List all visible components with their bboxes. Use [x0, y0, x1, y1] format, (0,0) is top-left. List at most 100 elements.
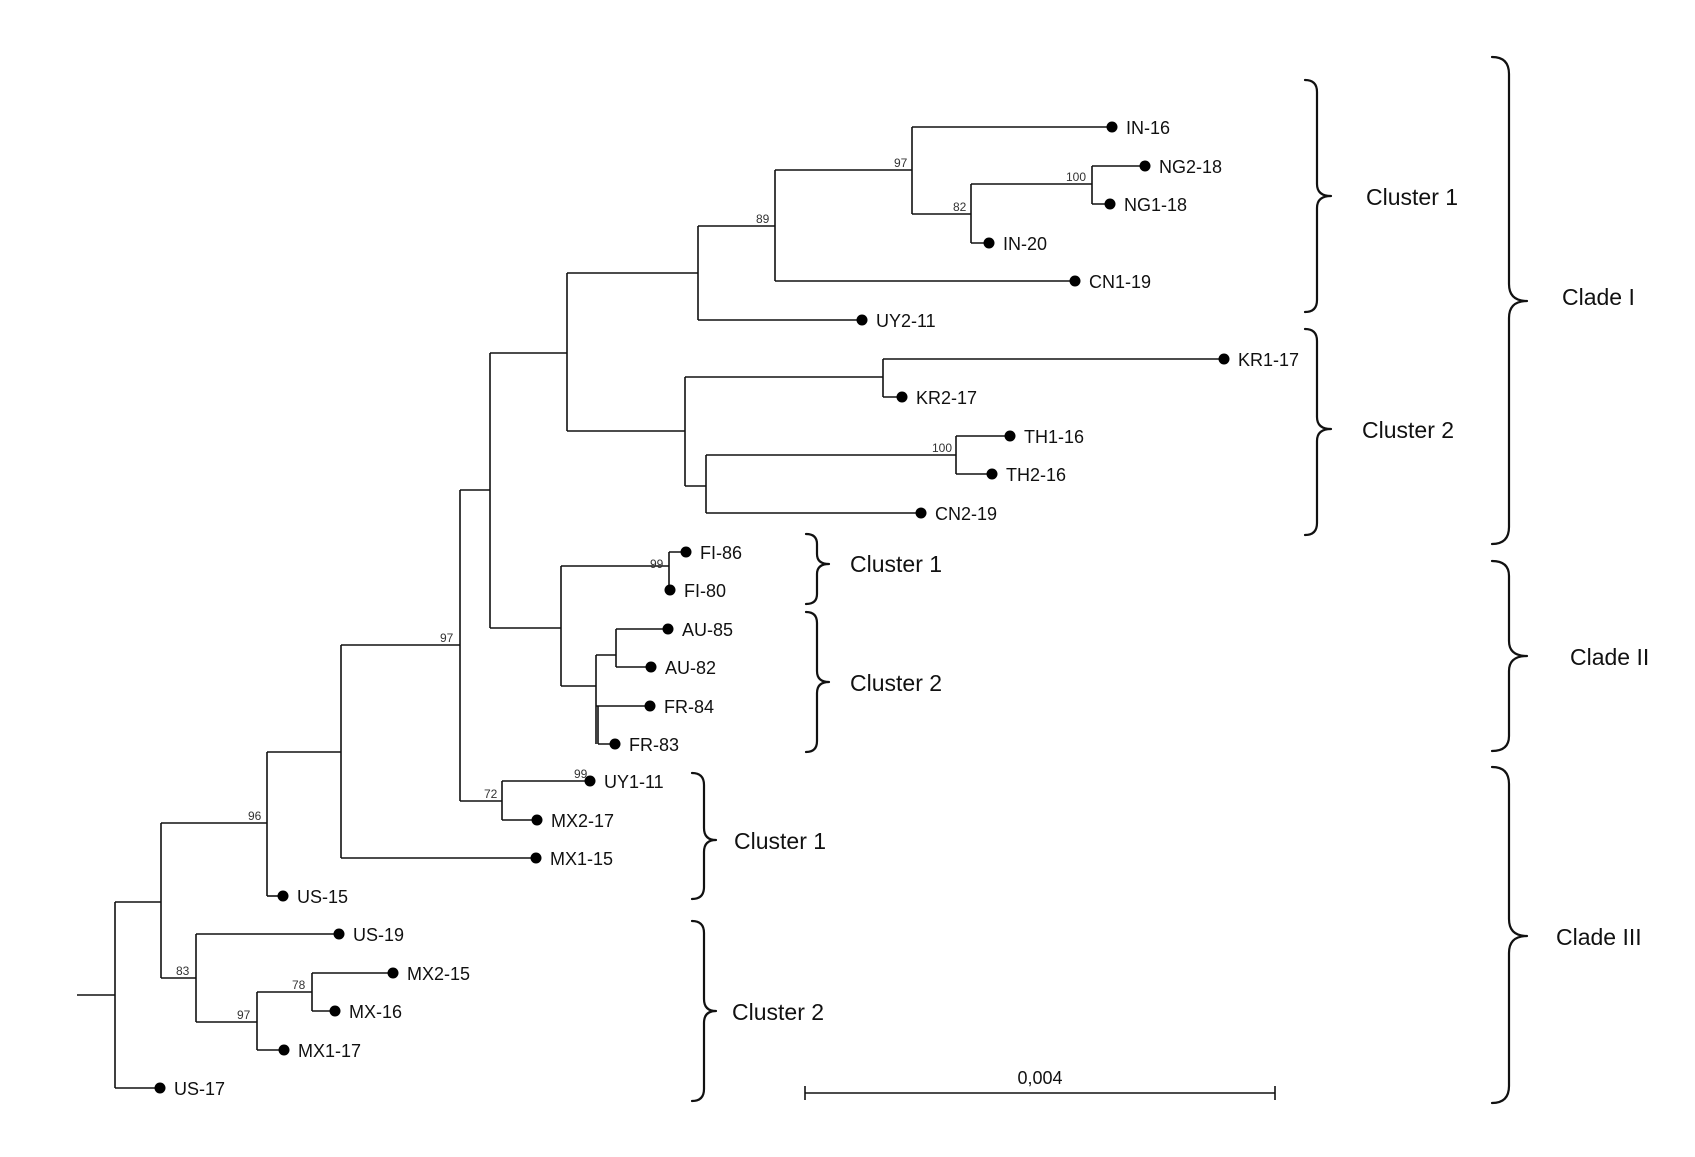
- leaf-dot-ng2-18: [1139, 160, 1151, 172]
- leaf-label-in-20: IN-20: [1003, 234, 1047, 254]
- branch-node-97b: [196, 992, 258, 1050]
- bootstrap-labels: 97 100 82 89 100 99 97 99 72 96 83 78 97: [176, 156, 1086, 1022]
- bootstrap-label: 97: [894, 156, 908, 170]
- bootstrap-label: 82: [953, 200, 967, 214]
- label-clade-2-cluster-1: Cluster 1: [850, 551, 942, 577]
- leaf-dot-uy2-11: [856, 314, 868, 326]
- bracket-clade-3: [1490, 765, 1529, 1105]
- branch-node-h: [567, 377, 686, 486]
- leaf-dot-in-20: [983, 237, 995, 249]
- leaf-label-kr2-17: KR2-17: [916, 388, 977, 408]
- group-labels: Cluster 1 Cluster 2 Cluster 1 Cluster 2 …: [732, 184, 1649, 1025]
- leaf-label-fr-83: FR-83: [629, 735, 679, 755]
- label-clade-1-cluster-2: Cluster 2: [1362, 417, 1454, 443]
- bracket-clade-2-cluster-2: [804, 610, 831, 754]
- branch-node-clade2: [490, 566, 562, 686]
- bracket-clade-1: [1490, 55, 1529, 546]
- clade-brackets: [1490, 55, 1529, 1105]
- leaf-label-us-17: US-17: [174, 1079, 225, 1099]
- leaf-dot-mx1-17: [278, 1044, 290, 1056]
- leaf-dot-mx1-15: [530, 852, 542, 864]
- leaf-dot-cn1-19: [1069, 275, 1081, 287]
- leaf-dot-in-16: [1106, 121, 1118, 133]
- label-clade-2: Clade II: [1570, 644, 1649, 670]
- branch-node-97c: [775, 127, 913, 214]
- leaf-dot-kr2-17: [896, 391, 908, 403]
- bracket-clade-3-cluster-2: [690, 919, 718, 1103]
- branch-node-99a: [561, 552, 670, 590]
- leaf-dot-us-17: [154, 1082, 166, 1094]
- branch-node-96: [161, 752, 268, 896]
- branch-node-100a: [971, 166, 1093, 204]
- leaf-label-us-19: US-19: [353, 925, 404, 945]
- bootstrap-label: 100: [1066, 170, 1086, 184]
- leaf-dot-us-19: [333, 928, 345, 940]
- scale-bar-label: 0,004: [1017, 1068, 1062, 1088]
- leaf-label-kr1-17: KR1-17: [1238, 350, 1299, 370]
- bootstrap-label: 72: [484, 787, 498, 801]
- bracket-clade-2: [1490, 559, 1529, 753]
- leaf-dot-kr1-17: [1218, 353, 1230, 365]
- branch-node-a: [115, 823, 162, 978]
- bootstrap-label: 83: [176, 964, 190, 978]
- bracket-clade-3-cluster-1: [690, 771, 718, 901]
- leaf-dot-fi-80: [664, 584, 676, 596]
- branch-node-100b: [706, 436, 957, 474]
- leaf-labels: IN-16 NG2-18 NG1-18 IN-20 CN1-19 UY2-11 …: [174, 118, 1299, 1099]
- bootstrap-label: 89: [756, 212, 770, 226]
- bootstrap-label: 78: [292, 978, 306, 992]
- cluster-brackets: [690, 78, 1333, 1103]
- leaf-label-mx2-17: MX2-17: [551, 811, 614, 831]
- leaf-label-cn1-19: CN1-19: [1089, 272, 1151, 292]
- leaf-label-au-85: AU-85: [682, 620, 733, 640]
- leaf-label-mx1-17: MX1-17: [298, 1041, 361, 1061]
- branch-node-97a: [341, 490, 461, 801]
- leaf-dot-fr-84: [644, 700, 656, 712]
- label-clade-1: Clade I: [1562, 284, 1635, 310]
- scale-bar: 0,004: [804, 1068, 1276, 1100]
- bracket-clade-1-cluster-1: [1303, 78, 1333, 314]
- leaf-label-us-15: US-15: [297, 887, 348, 907]
- leaf-label-uy1-11: UY1-11: [604, 772, 664, 792]
- bootstrap-label: 99: [650, 557, 664, 571]
- leaf-label-fi-80: FI-80: [684, 581, 726, 601]
- bootstrap-label: 96: [248, 809, 262, 823]
- leaf-dot-cn2-19: [915, 507, 927, 519]
- branch-node-89: [567, 226, 699, 320]
- bootstrap-label: 97: [440, 631, 454, 645]
- leaf-dot-th1-16: [1004, 430, 1016, 442]
- leaf-dot-ng1-18: [1104, 198, 1116, 210]
- leaf-dot-mx2-15: [387, 967, 399, 979]
- branch-node-b: [267, 645, 342, 858]
- branch-node-d: [561, 655, 597, 744]
- leaf-dot-fi-86: [680, 546, 692, 558]
- branch-node-82: [912, 184, 972, 243]
- bracket-clade-1-cluster-2: [1303, 327, 1333, 537]
- leaf-dot-au-85: [662, 623, 674, 635]
- bracket-clade-2-cluster-1: [804, 532, 831, 606]
- branch-node-72: [460, 781, 503, 820]
- leaf-label-cn2-19: CN2-19: [935, 504, 997, 524]
- leaf-dot-fr-83: [609, 738, 621, 750]
- leaf-dot-mx-16: [329, 1005, 341, 1017]
- bootstrap-label: 97: [237, 1008, 251, 1022]
- branch-node-e: [596, 629, 617, 667]
- leaf-label-ng2-18: NG2-18: [1159, 157, 1222, 177]
- bootstrap-label: 99: [574, 767, 588, 781]
- branch-node-f: [596, 705, 599, 744]
- leaf-dots: [154, 121, 1230, 1094]
- branch-node-j: [685, 455, 707, 513]
- leaf-dot-uy1-11: [584, 775, 596, 787]
- branch-root: [77, 902, 116, 1088]
- leaf-dot-th2-16: [986, 468, 998, 480]
- leaf-label-mx2-15: MX2-15: [407, 964, 470, 984]
- leaf-dot-mx2-17: [531, 814, 543, 826]
- label-clade-1-cluster-1: Cluster 1: [1366, 184, 1458, 210]
- label-clade-3-cluster-2: Cluster 2: [732, 999, 824, 1025]
- leaf-label-th2-16: TH2-16: [1006, 465, 1066, 485]
- leaf-label-au-82: AU-82: [665, 658, 716, 678]
- branch-node-83: [161, 934, 197, 1022]
- leaf-dot-au-82: [645, 661, 657, 673]
- branch-node-clade1: [490, 273, 568, 431]
